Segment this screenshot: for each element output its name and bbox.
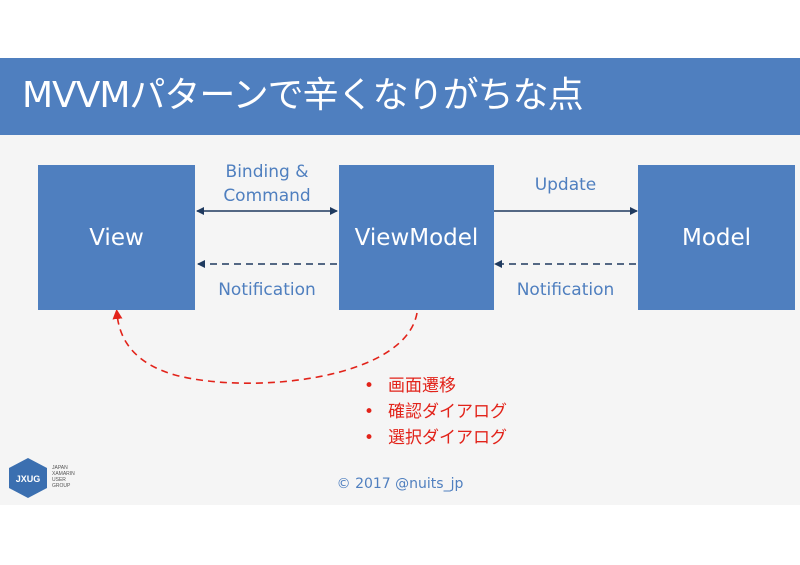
- notification-label-right: Notification: [516, 280, 615, 300]
- notification-label-left: Notification: [218, 280, 316, 300]
- logo-line: GROUP: [52, 483, 71, 489]
- issue-item: • 確認ダイアログ: [364, 399, 507, 425]
- model-box: Model: [638, 165, 795, 310]
- logo-line: JAPAN: [52, 465, 68, 471]
- issue-text: 選択ダイアログ: [388, 428, 507, 448]
- logo-caption: JAPAN XAMARIN USER GROUP: [52, 465, 75, 489]
- issue-list: • 画面遷移 • 確認ダイアログ • 選択ダイアログ: [364, 373, 507, 451]
- view-box: View: [38, 165, 195, 310]
- jxug-logo: JXUG JAPAN XAMARIN USER GROUP: [6, 457, 86, 499]
- issue-item: • 画面遷移: [364, 373, 507, 399]
- viewmodel-box: ViewModel: [339, 165, 494, 310]
- viewmodel-label: ViewModel: [354, 224, 479, 251]
- bullet-icon: •: [364, 428, 375, 448]
- logo-line: USER: [52, 477, 66, 483]
- issue-text: 確認ダイアログ: [388, 402, 507, 422]
- binding-label-line2: Command: [223, 186, 311, 206]
- issue-curve-arrow: [112, 309, 418, 385]
- bullet-icon: •: [364, 376, 375, 396]
- logo-line: XAMARIN: [52, 471, 75, 477]
- slide-title: MVVMパターンで辛くなりがちな点: [22, 75, 584, 116]
- issue-text: 画面遷移: [388, 376, 456, 396]
- copyright-footer: © 2017 @nuits_jp: [336, 476, 464, 492]
- logo-mark: JXUG: [16, 474, 41, 484]
- model-label: Model: [681, 224, 752, 251]
- binding-command-label: Binding & Command: [196, 160, 338, 208]
- binding-label-line1: Binding &: [225, 162, 309, 182]
- bullet-icon: •: [364, 402, 375, 422]
- hexagon-logo-icon: JXUG: [9, 458, 47, 498]
- title-bar: MVVMパターンで辛くなりがちな点: [0, 58, 800, 135]
- update-label: Update: [534, 175, 597, 195]
- issue-item: • 選択ダイアログ: [364, 425, 507, 451]
- view-label: View: [89, 224, 144, 251]
